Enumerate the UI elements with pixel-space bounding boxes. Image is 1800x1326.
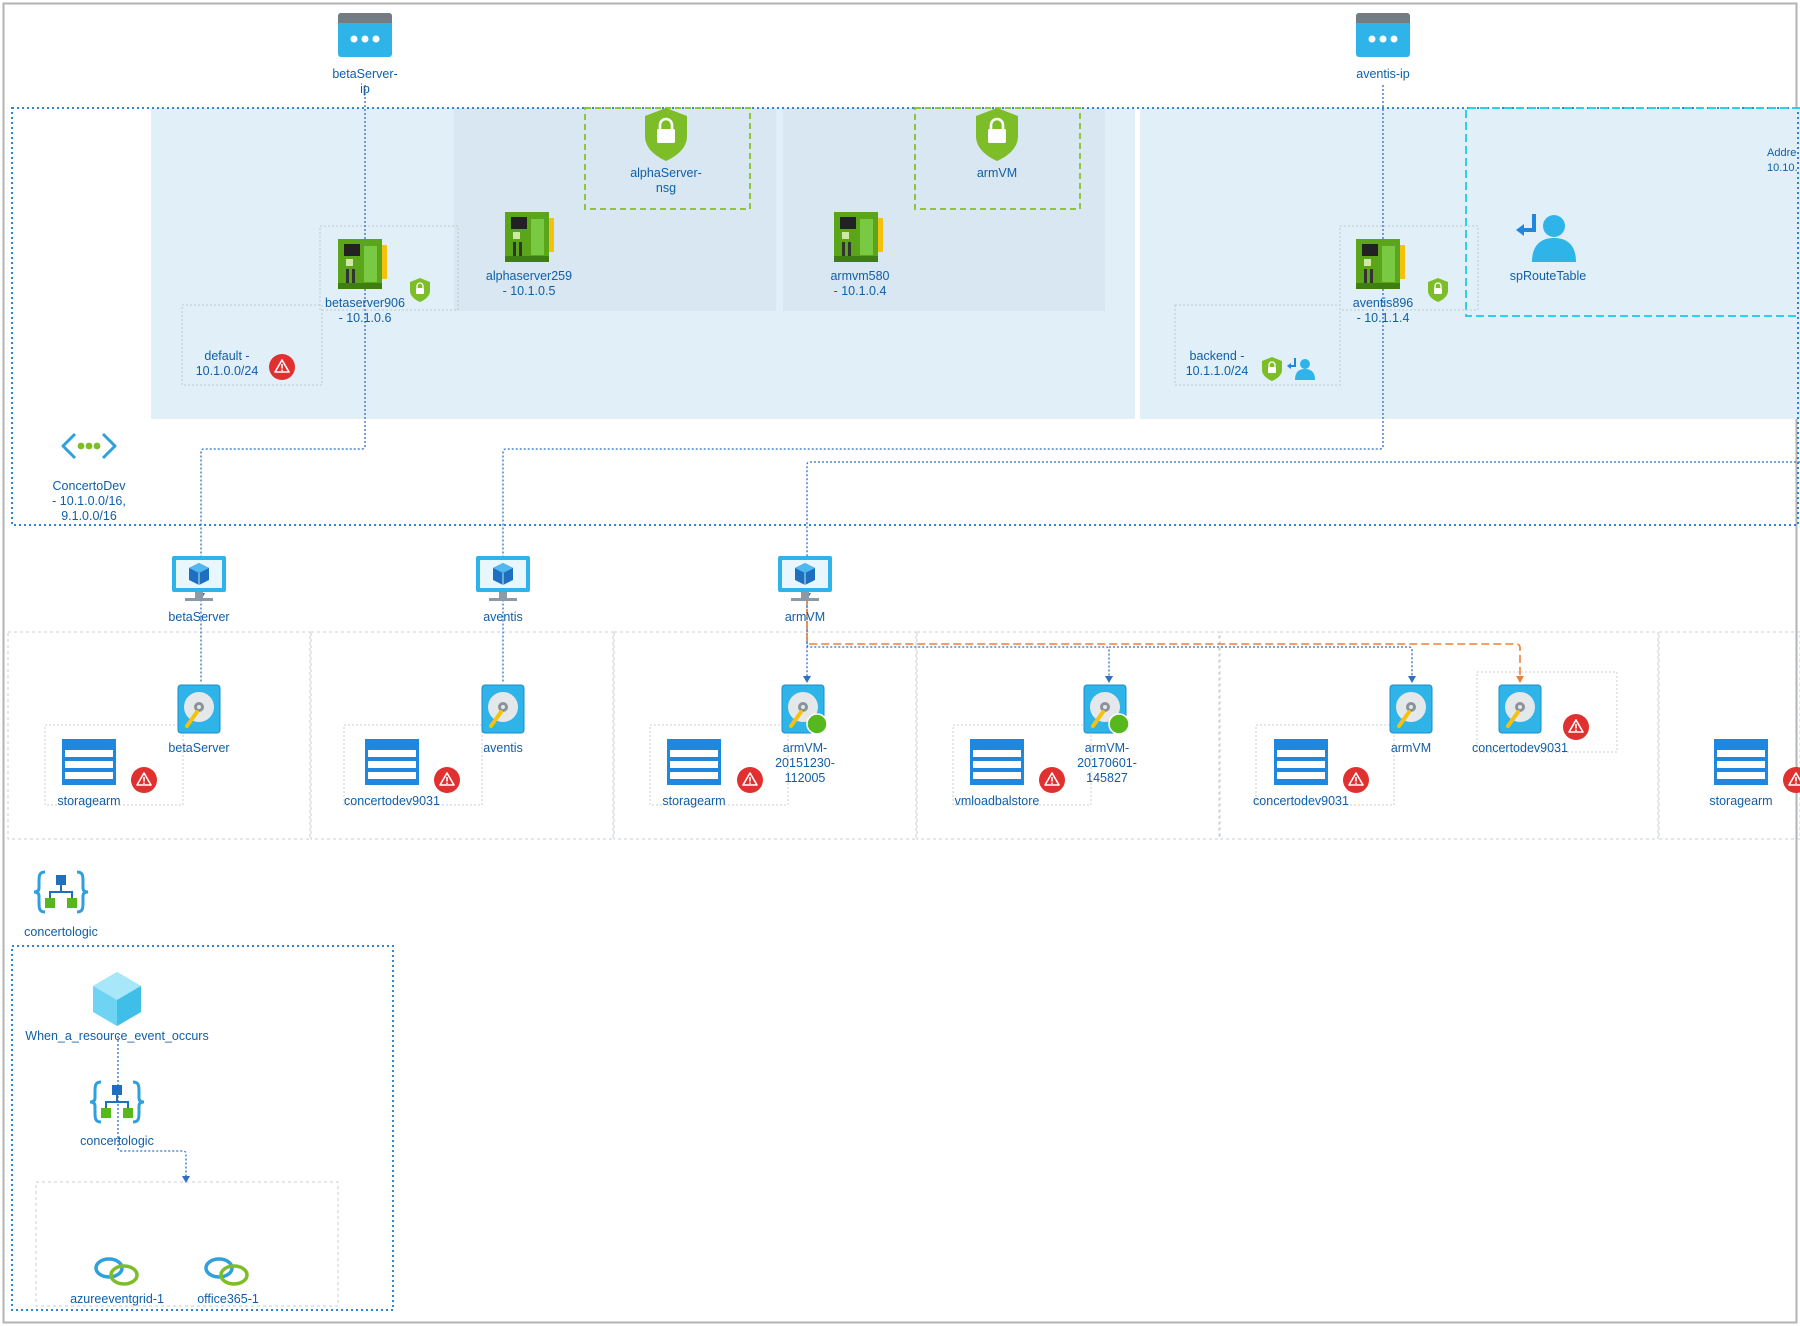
public-ip-label: betaServer-ip (332, 67, 397, 96)
vm-icon[interactable] (171, 555, 227, 602)
disk-label: armVM-20170601-145827 (1077, 741, 1137, 785)
storage-account-label: concertodev9031 (344, 794, 440, 808)
nic-label: betaserver906- 10.1.0.6 (325, 296, 405, 325)
subnet-backend-area (1140, 108, 1800, 419)
orange-connector (806, 597, 1521, 682)
logic-app-icon[interactable] (32, 870, 90, 914)
storage-account-icon[interactable] (1274, 739, 1328, 785)
public-ip-icon[interactable] (1356, 13, 1410, 57)
vnet-label: ConcertoDev- 10.1.0.0/16,9.1.0.0/16 (52, 479, 126, 523)
route-table-label: spRouteTable (1510, 269, 1586, 283)
connections-box (35, 1181, 339, 1307)
alert-icon[interactable] (433, 766, 461, 794)
vm-label: betaServer (168, 610, 229, 624)
connection-link-icon[interactable] (204, 1257, 249, 1286)
nic-icon[interactable] (1356, 239, 1405, 289)
alert-icon[interactable] (1562, 713, 1590, 741)
storage-account-label: concertodev9031 (1253, 794, 1349, 808)
alert-icon[interactable] (1782, 766, 1800, 794)
status-ok-icon (1108, 713, 1130, 735)
disk-label: concertodev9031 (1472, 741, 1568, 755)
connection-label: office365-1 (197, 1292, 259, 1306)
storage-account-icon[interactable] (970, 739, 1024, 785)
storage-account-icon[interactable] (667, 739, 721, 785)
nsg-label: armVM (977, 166, 1017, 180)
nsg-label: alphaServer-nsg (630, 166, 702, 195)
vnet-boundary (11, 107, 1799, 526)
alert-icon[interactable] (130, 766, 158, 794)
connection-label: azureeventgrid-1 (70, 1292, 164, 1306)
disk-icon[interactable] (1497, 683, 1543, 735)
event-trigger-icon[interactable] (93, 972, 141, 1026)
disk-label: aventis (483, 741, 523, 755)
public-ip-icon[interactable] (338, 13, 392, 57)
logic-action-icon[interactable] (88, 1080, 146, 1124)
arrowheads (182, 593, 1416, 1183)
status-ok-icon (806, 713, 828, 735)
subnet-label: backend -10.1.1.0/24 (1186, 349, 1249, 378)
public-ip-label: aventis-ip (1356, 67, 1410, 81)
vm-icon[interactable] (777, 555, 833, 602)
storage-account-icon[interactable] (62, 739, 116, 785)
disk-icon[interactable] (176, 683, 222, 735)
disk-label: armVM-20151230-112005 (775, 741, 835, 785)
nic-label: armvm580- 10.1.0.4 (830, 269, 889, 298)
storage-inner-boxes (44, 671, 1618, 806)
resource-group-containers (7, 631, 1800, 840)
storage-account-label: storagearm (662, 794, 725, 808)
group-outlines (181, 225, 1479, 386)
alert-icon[interactable] (1342, 766, 1370, 794)
logic-app-boundary (11, 945, 394, 1311)
disk-label: armVM (1391, 741, 1431, 755)
vnet-icon[interactable] (61, 432, 117, 460)
disk-label: betaServer (168, 741, 229, 755)
nsg-box-armvm (914, 107, 1081, 210)
vm-label: armVM (785, 610, 825, 624)
storage-account-label: vmloadbalstore (955, 794, 1040, 808)
storage-account-icon[interactable] (1714, 739, 1768, 785)
vm-label: aventis (483, 610, 523, 624)
action-label: concertologic (80, 1134, 154, 1148)
nsg-box-alpha (584, 107, 751, 210)
route-table-boundary (1465, 107, 1800, 317)
logic-app-label: concertologic (24, 925, 98, 939)
storage-account-label: storagearm (1709, 794, 1772, 808)
alert-icon[interactable] (1038, 766, 1066, 794)
nic-icon[interactable] (834, 212, 883, 262)
connectors (117, 85, 1800, 1182)
vm-icon[interactable] (475, 555, 531, 602)
nic-icon[interactable] (338, 239, 387, 289)
trigger-label: When_a_resource_event_occurs (25, 1029, 208, 1043)
disk-icon[interactable] (1388, 683, 1434, 735)
alert-icon[interactable] (736, 766, 764, 794)
subnet-label: default -10.1.0.0/24 (196, 349, 259, 378)
orange-arrowhead (1516, 676, 1524, 683)
nic-icon[interactable] (505, 212, 554, 262)
storage-account-label: storagearm (57, 794, 120, 808)
alert-icon[interactable] (268, 353, 296, 381)
connection-link-icon[interactable] (94, 1257, 139, 1286)
disk-icon[interactable] (480, 683, 526, 735)
storage-account-icon[interactable] (365, 739, 419, 785)
nic-label: aventis896- 10.1.1.4 (1353, 296, 1414, 325)
nic-label: alphaserver259- 10.1.0.5 (486, 269, 572, 298)
